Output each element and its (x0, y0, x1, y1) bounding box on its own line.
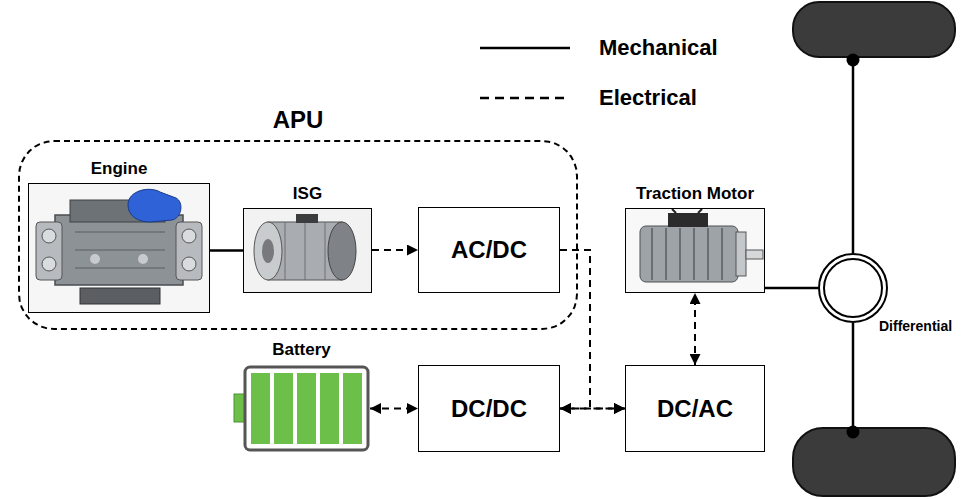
electrical-link (560, 250, 625, 409)
legend-text: Electrical (599, 85, 697, 111)
inverter-box: DC/AC (625, 365, 765, 452)
axle-line (852, 57, 855, 253)
node-heading: Battery (272, 340, 331, 360)
node-heading: Traction Motor (636, 184, 754, 204)
wheel (793, 2, 955, 57)
isg-illustration (244, 209, 371, 292)
electrical-link (694, 293, 696, 365)
battery-box: Battery (233, 365, 370, 452)
box-label: AC/DC (451, 236, 527, 264)
node-heading: Engine (91, 159, 148, 179)
axle-joint (847, 54, 860, 67)
legend-sample (478, 38, 572, 58)
battery-illustration (234, 367, 368, 450)
node-heading: APU (273, 106, 324, 134)
apu-group: APUEngineISGAC/DC (18, 140, 578, 330)
mechanical-link (210, 249, 243, 252)
legend-entry: Electrical (478, 80, 697, 116)
converter-box: AC/DC (418, 207, 560, 293)
axle-line (852, 323, 855, 428)
legend-sample (478, 88, 572, 108)
node-heading: ISG (293, 184, 322, 204)
traction-motor-box: Traction Motor (625, 208, 765, 293)
converter-box: DC/DC (418, 365, 560, 452)
node-heading: Differential (879, 318, 952, 334)
axle-joint (847, 426, 860, 439)
box-label: DC/AC (657, 395, 733, 423)
electrical-link (560, 250, 590, 409)
mechanical-link (765, 287, 818, 290)
electrical-link (370, 408, 418, 410)
electrical-link (372, 249, 418, 251)
isg-box: ISG (243, 208, 372, 293)
wheel (793, 428, 955, 496)
box-label: DC/DC (451, 395, 527, 423)
legend-entry: Mechanical (478, 30, 718, 66)
legend-line (480, 47, 570, 50)
motor-illustration (626, 209, 764, 292)
differential-circle: Differential (818, 253, 888, 323)
legend-line (480, 97, 570, 100)
engine-box: Engine (28, 183, 210, 313)
electrical-link (560, 408, 625, 410)
legend-text: Mechanical (599, 35, 718, 61)
engine-illustration (29, 184, 209, 312)
